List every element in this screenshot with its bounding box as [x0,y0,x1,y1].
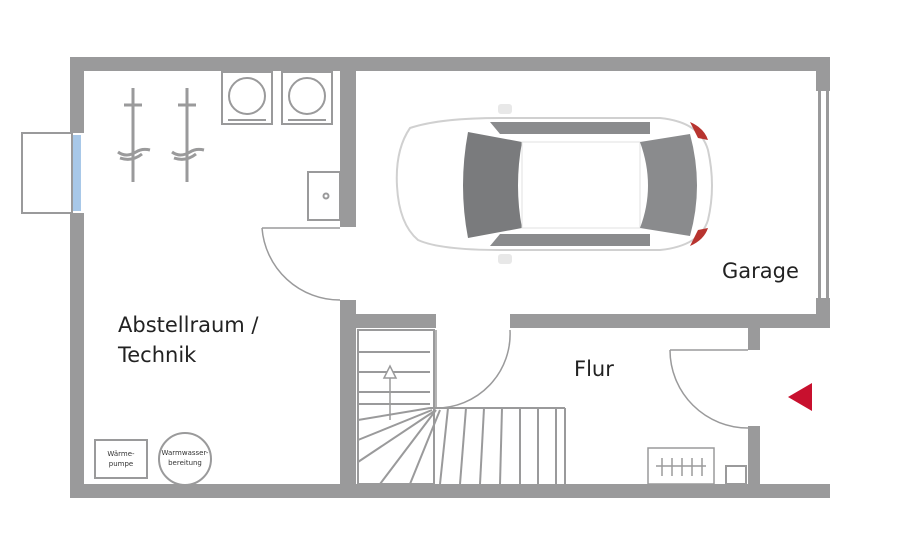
room-label-hallway: Flur [574,357,614,381]
window-glass [73,135,81,211]
shoe-cabinet [725,465,747,485]
room-label-storage-1: Abstellraum / [118,313,259,337]
heat-pump-unit: Wärme- pumpe [94,439,148,479]
exterior-light-well [21,132,73,214]
water-heater-unit: Warmwasser- bereitung [158,432,212,486]
heat-pump-label-2: pumpe [109,460,133,468]
heat-pump-label-1: Wärme- [107,450,135,458]
dryer-icon [281,71,333,125]
washing-machine-icon [221,71,273,125]
room-label-storage-2: Technik [117,343,197,367]
storage-door [261,227,341,301]
entrance-door [669,349,749,429]
staircase [357,329,566,485]
sink-icon [307,171,341,221]
water-heater-label-1: Warmwasser- [162,449,209,457]
bicycle-icon [117,88,151,182]
stairs-arrow-icon [382,364,398,420]
hallway-door [435,329,511,409]
room-label-garage: Garage [722,259,799,283]
entrance-arrow-icon [788,383,812,411]
bicycle-icon [171,88,205,182]
walls [70,57,830,498]
car-icon [395,104,713,264]
radiator-icon [647,447,715,485]
water-heater-label-2: bereitung [168,459,202,467]
